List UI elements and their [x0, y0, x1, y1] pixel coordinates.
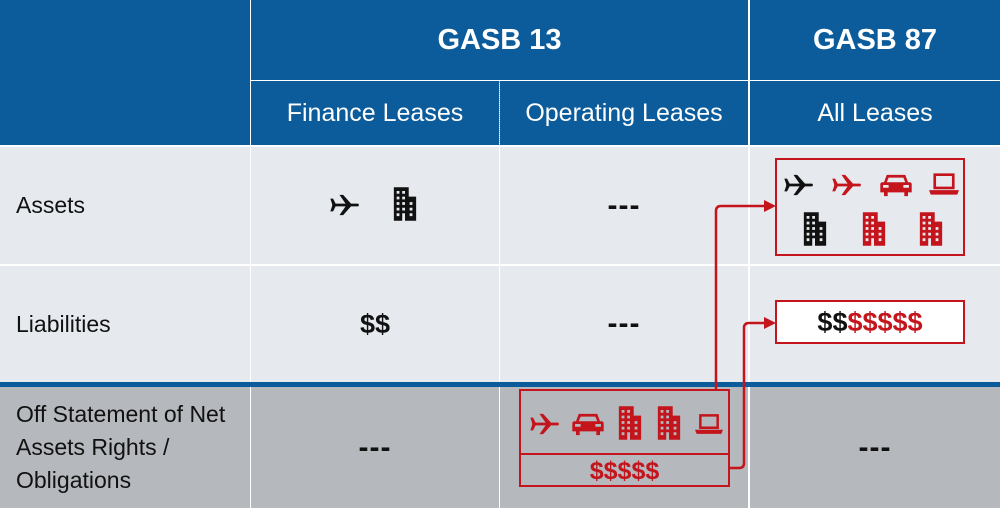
building-icon [861, 210, 887, 248]
header-operating-leases: Operating Leases [500, 81, 748, 145]
header-corner [0, 0, 250, 145]
header-gasb87: GASB 87 [750, 0, 1000, 80]
off-statement-gasb87-value: --- [858, 430, 892, 464]
gasb87-liabilities-box: $$$$$$$ [775, 300, 965, 344]
gasb87-assets-box [775, 158, 965, 256]
header-all-leases: All Leases [750, 81, 1000, 145]
laptop-icon [695, 412, 723, 436]
building-icon [617, 404, 643, 442]
airplane-icon [832, 174, 862, 196]
header-finance-leases: Finance Leases [251, 81, 499, 145]
liabilities-operating-value: --- [607, 307, 641, 340]
airplane-icon [330, 194, 360, 216]
gasb87-liabilities-black: $$ [817, 306, 848, 337]
airplane-icon [784, 174, 814, 196]
car-icon [880, 173, 912, 197]
off-statement-gasb87-cell: --- [750, 387, 1000, 508]
liabilities-finance-cell: $$ [251, 266, 499, 382]
liabilities-operating-cell: --- [500, 266, 748, 382]
airplane-icon [530, 413, 560, 435]
header-dotted-divider [499, 81, 500, 145]
building-icon [656, 404, 682, 442]
off-statement-finance-cell: --- [251, 387, 499, 508]
gasb87-liabilities-red: $$$$$ [847, 306, 923, 337]
operating-icons-row [521, 391, 728, 453]
header-gasb13: GASB 13 [251, 0, 748, 80]
row-label-assets: Assets [0, 147, 250, 264]
off-statement-finance-value: --- [358, 430, 392, 464]
building-icon [392, 185, 418, 223]
assets-finance-cell [251, 147, 499, 264]
row-label-liabilities: Liabilities [0, 266, 250, 382]
assets-operating-cell: --- [500, 147, 748, 264]
section-separator [0, 382, 1000, 387]
building-icon [918, 210, 944, 248]
liabilities-finance-value: $$ [359, 308, 391, 339]
operating-off-statement-value: $$$$$ [589, 456, 660, 485]
row-label-off-statement: Off Statement of Net Assets Rights / Obl… [0, 387, 250, 508]
operating-off-statement-box: $$$$$ [519, 389, 730, 487]
laptop-icon [929, 172, 959, 196]
assets-operating-value: --- [607, 188, 641, 222]
building-icon [802, 210, 828, 248]
car-icon [572, 412, 604, 436]
operating-money-row: $$$$$ [521, 453, 728, 487]
